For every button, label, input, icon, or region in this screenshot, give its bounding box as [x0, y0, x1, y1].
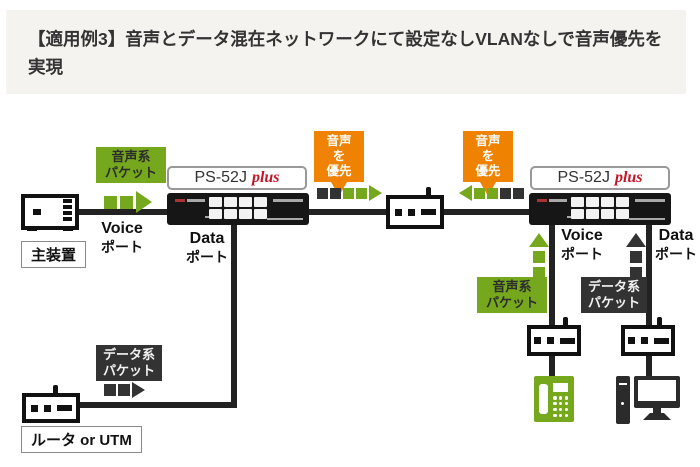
link-hub-pc — [646, 354, 652, 377]
switch-ports — [571, 197, 629, 219]
voice-port-label-left: Voice ポート — [101, 220, 143, 255]
link-switch1-hub — [307, 209, 390, 215]
pbx-vent — [63, 199, 72, 203]
link-mainunit-switch1 — [78, 209, 170, 215]
voice-packet-tag-right: 音声系 パケット — [477, 277, 547, 313]
pbx-vent — [63, 205, 72, 209]
switch2-icon — [529, 193, 671, 225]
phone-icon — [534, 376, 574, 422]
mixed-packet-arrow-right-icon — [317, 185, 382, 201]
switch1-icon — [167, 193, 309, 225]
pbx-vent — [63, 211, 72, 215]
link-switch2-data-down — [646, 225, 652, 326]
link-switch2-voice-down — [549, 225, 555, 326]
pbx-led — [33, 209, 41, 215]
data-hub-icon — [621, 317, 675, 356]
link-router-up — [78, 402, 237, 408]
switch-variant: plus — [614, 169, 643, 186]
link-hub-switch2 — [444, 209, 532, 215]
pbx-foot — [27, 226, 37, 231]
voice-priority-bubble-left: 音声を 優先 — [314, 131, 364, 182]
pbx-vent — [63, 217, 72, 221]
voice-up-arrow-icon — [529, 233, 549, 279]
data-port-label-left: Data ポート — [186, 230, 228, 265]
data-up-arrow-icon — [626, 233, 646, 279]
pbx-foot — [63, 226, 73, 231]
title-line1: 【適用例3】音声とデータ混在ネットワークにて設定なしVLANなしで音声優先を — [28, 29, 663, 49]
switch-model: PS-52J — [194, 169, 247, 186]
mixed-packet-arrow-left-icon — [459, 185, 524, 201]
title-line2: 実現 — [28, 57, 63, 77]
switch-variant: plus — [251, 169, 280, 186]
main-unit-label: 主装置 — [21, 241, 87, 268]
link-switch1-dataport-down — [231, 225, 237, 408]
data-port-label-right: Data ポート — [655, 227, 697, 262]
center-hub-icon — [386, 187, 444, 229]
switch1-name-label: PS-52J plus — [167, 166, 307, 190]
pc-icon — [616, 376, 680, 426]
router-label: ルータ or UTM — [21, 426, 142, 453]
voice-packet-tag-left: 音声系 パケット — [96, 147, 166, 183]
data-packet-tag-right: データ系 パケット — [581, 277, 647, 313]
voice-packet-arrow-icon — [104, 191, 152, 213]
main-unit-icon — [21, 194, 79, 231]
data-packet-arrow-icon — [104, 382, 145, 398]
voice-packet-line2: パケット — [104, 165, 157, 180]
link-hub-phone — [549, 354, 555, 377]
router-icon — [22, 385, 80, 423]
voice-port-label-right: Voice ポート — [561, 227, 603, 262]
data-packet-tag-left: データ系 パケット — [96, 345, 162, 381]
switch-ports — [209, 197, 267, 219]
page-title: 【適用例3】音声とデータ混在ネットワークにて設定なしVLANなしで音声優先を 実… — [6, 10, 686, 94]
voice-hub-icon — [527, 317, 581, 356]
switch-model: PS-52J — [557, 169, 610, 186]
switch2-name-label: PS-52J plus — [530, 166, 670, 190]
voice-packet-line1: 音声系 — [111, 149, 151, 164]
voice-priority-bubble-right: 音声を 優先 — [463, 131, 513, 182]
